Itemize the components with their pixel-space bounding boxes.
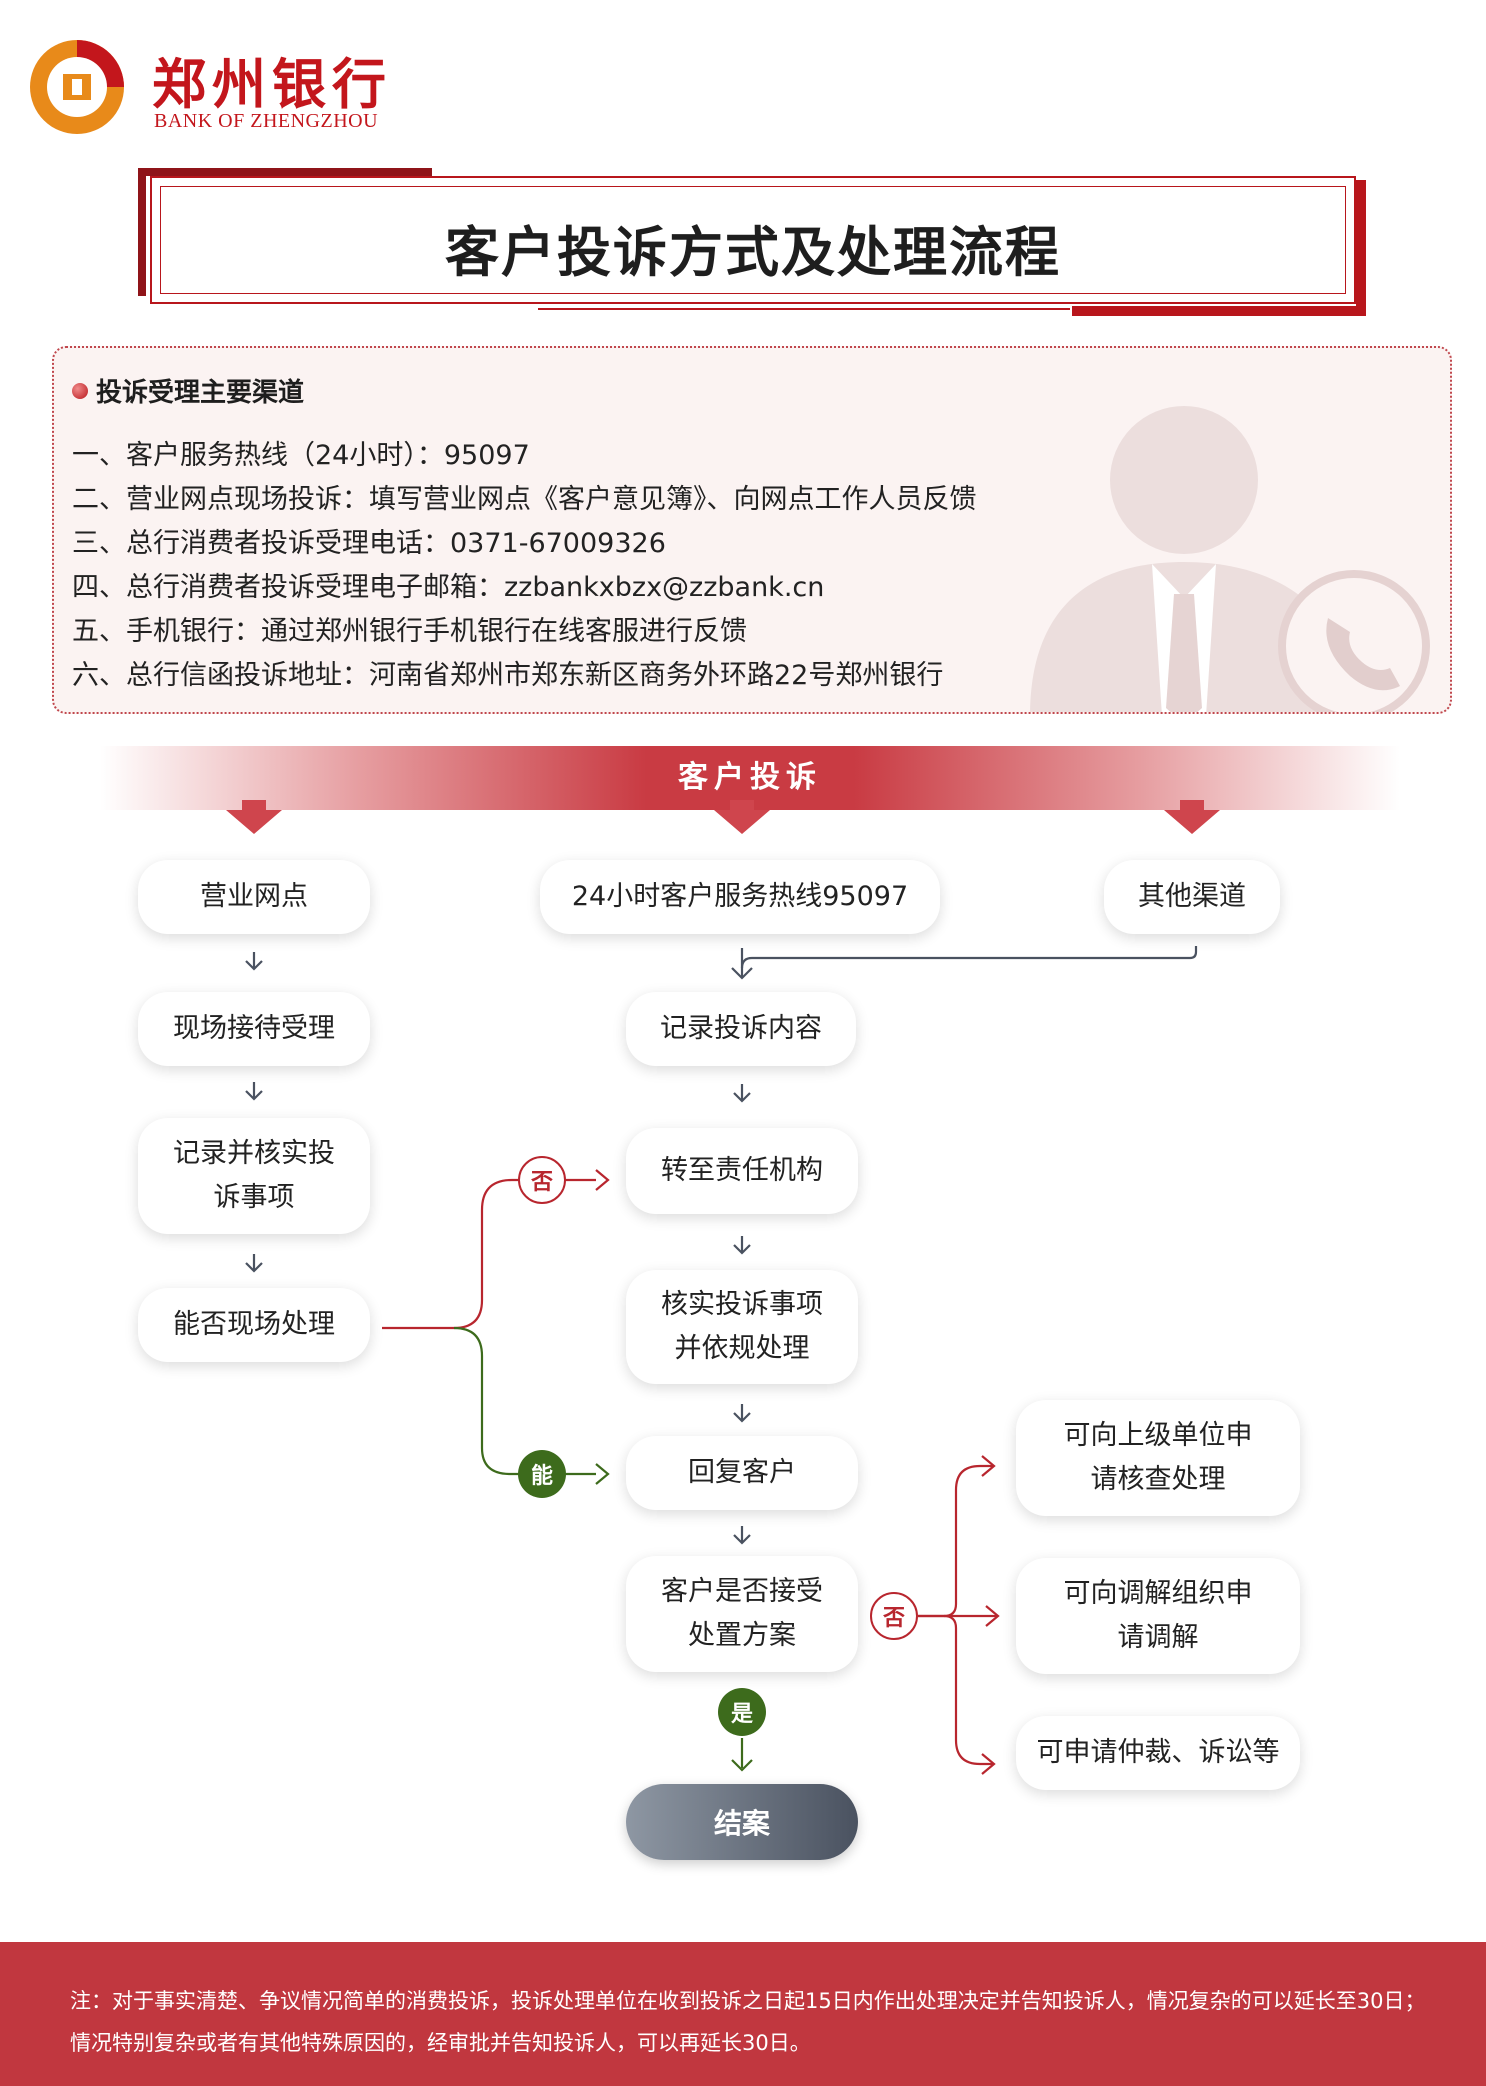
brand-name-en: BANK OF ZHENGZHOU: [154, 110, 379, 132]
title-decor-left: [138, 168, 146, 296]
node-text-line: 记录并核实投: [173, 1138, 335, 1169]
node-other-channels: 其他渠道: [1104, 860, 1280, 934]
title-box: 客户投诉方式及处理流程: [150, 176, 1356, 304]
node-record-content: 记录投诉内容: [626, 992, 856, 1066]
node-text-line: 客户是否接受: [661, 1576, 823, 1607]
node-text-line: 可向上级单位申: [1063, 1420, 1253, 1451]
title-frame: 客户投诉方式及处理流程: [138, 168, 1366, 316]
node-reception: 现场接待受理: [138, 992, 370, 1066]
channel-item: 五、手机银行：通过郑州银行手机银行在线客服进行反馈: [72, 616, 747, 647]
title-decor-right: [1356, 180, 1366, 316]
title-decor-top: [138, 168, 432, 176]
footer-note: 注：对于事实清楚、争议情况简单的消费投诉，投诉处理单位在收到投诉之日起15日内作…: [0, 1942, 1486, 2086]
title-inner-border: [160, 186, 1346, 294]
node-text-line: 请调解: [1117, 1622, 1199, 1653]
node-transfer: 转至责任机构: [626, 1128, 858, 1214]
channels-heading: 投诉受理主要渠道: [72, 372, 304, 409]
channel-item: 六、总行信函投诉地址：河南省郑州市郑东新区商务外环路22号郑州银行: [72, 660, 944, 691]
node-option-arbitration: 可申请仲裁、诉讼等: [1016, 1716, 1300, 1790]
node-record-verify: 记录并核实投 诉事项: [138, 1118, 370, 1234]
page-title: 客户投诉方式及处理流程: [445, 221, 1061, 284]
node-text-line: 可向调解组织申: [1063, 1578, 1253, 1609]
footer-note-text: 注：对于事实清楚、争议情况简单的消费投诉，投诉处理单位在收到投诉之日起15日内作…: [70, 1989, 1426, 2055]
bank-logo: 郑州银行 BANK OF ZHENGZHOU: [28, 36, 448, 140]
label-no-circle: 否: [518, 1156, 566, 1204]
label-no-circle: 否: [870, 1592, 918, 1640]
node-option-mediation: 可向调解组织申 请调解: [1016, 1558, 1300, 1674]
title-decor-line: [538, 308, 1070, 310]
bullet-icon: [72, 383, 88, 399]
node-verify-handle: 核实投诉事项 并依规处理: [626, 1270, 858, 1384]
node-text-line: 请核查处理: [1090, 1464, 1226, 1495]
person-silhouette-icon: [1030, 406, 1430, 712]
node-decide-onsite: 能否现场处理: [138, 1288, 370, 1362]
node-text-line: 处置方案: [688, 1620, 796, 1651]
channel-item: 一、客户服务热线（24小时）：95097: [72, 440, 530, 471]
title-decor-bottom: [1072, 306, 1366, 316]
node-branch: 营业网点: [138, 860, 370, 934]
node-option-superior: 可向上级单位申 请核查处理: [1016, 1400, 1300, 1516]
node-close-case: 结案: [626, 1784, 858, 1860]
flow-banner: 客户投诉: [100, 746, 1400, 810]
channel-item: 四、总行消费者投诉受理电子邮箱：zzbankxbzx@zzbank.cn: [72, 572, 825, 603]
node-reply: 回复客户: [626, 1436, 858, 1510]
channel-item: 三、总行消费者投诉受理电话：0371-67009326: [72, 528, 666, 559]
node-accept-plan: 客户是否接受 处置方案: [626, 1556, 858, 1672]
node-hotline: 24小时客户服务热线95097: [540, 860, 940, 934]
brand-name-cn: 郑州银行: [152, 52, 392, 116]
channels-panel: 投诉受理主要渠道 一、客户服务热线（24小时）：95097 二、营业网点现场投诉…: [52, 346, 1452, 714]
logo-mark-icon: [30, 40, 124, 134]
label-yes-circle: 是: [718, 1688, 766, 1736]
channels-list: 一、客户服务热线（24小时）：95097 二、营业网点现场投诉：填写营业网点《客…: [72, 434, 977, 698]
label-can-circle: 能: [518, 1450, 566, 1498]
node-text-line: 并依规处理: [674, 1333, 810, 1364]
channels-heading-text: 投诉受理主要渠道: [96, 378, 305, 408]
channel-item: 二、营业网点现场投诉：填写营业网点《客户意见簿》、向网点工作人员反馈: [72, 484, 977, 515]
node-text-line: 核实投诉事项: [661, 1289, 823, 1320]
node-text-line: 诉事项: [213, 1182, 295, 1213]
